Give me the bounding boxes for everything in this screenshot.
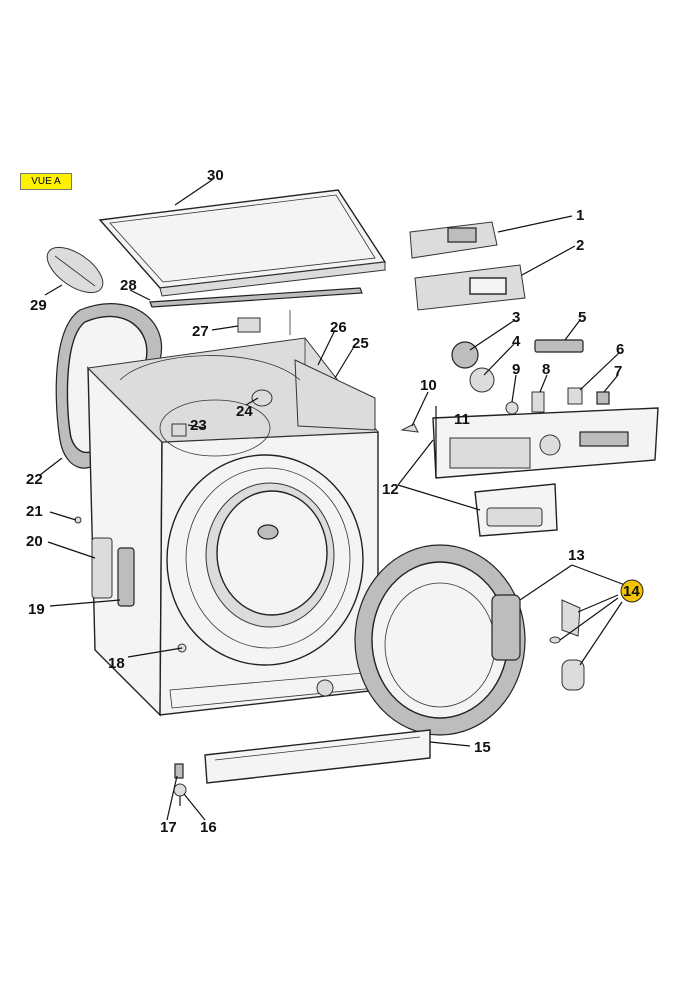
part-23 <box>171 423 187 437</box>
callout-11: 11 <box>454 411 470 428</box>
part-14b <box>549 636 561 644</box>
callout-22: 22 <box>26 471 43 488</box>
callout-19: 19 <box>28 601 45 618</box>
part-knob-3 <box>451 341 479 369</box>
callout-16: 16 <box>200 819 217 836</box>
callout-13: 13 <box>568 547 585 564</box>
part-14c <box>561 659 585 691</box>
callout-24: 24 <box>236 403 253 420</box>
part-10 <box>400 423 419 433</box>
callout-26: 26 <box>330 319 347 336</box>
part-foot-17 <box>174 763 184 779</box>
part-door <box>354 544 526 736</box>
view-tag: VUE A <box>20 173 72 190</box>
callout-25: 25 <box>352 335 369 352</box>
part-24 <box>251 389 273 407</box>
part-porthole <box>166 454 364 666</box>
callout-5: 5 <box>578 309 586 326</box>
part-knob-4 <box>469 367 495 393</box>
callout-8: 8 <box>542 361 550 378</box>
callout-12: 12 <box>382 481 399 498</box>
callout-7: 7 <box>614 363 622 380</box>
callout-23: 23 <box>190 417 207 434</box>
part-strip-5 <box>534 339 584 353</box>
callout-labels: 30 1 2 29 28 27 26 25 3 4 5 6 7 8 9 10 1… <box>26 167 644 836</box>
callout-6: 6 <box>616 341 624 358</box>
part-rail <box>149 287 363 308</box>
part-top-cover <box>98 189 387 297</box>
part-6 <box>567 387 583 405</box>
part-drum-back <box>119 355 301 381</box>
callout-4: 4 <box>512 333 521 350</box>
callout-1: 1 <box>576 207 584 224</box>
callout-20: 20 <box>26 533 43 550</box>
callout-18: 18 <box>108 655 125 672</box>
callout-27: 27 <box>192 323 209 340</box>
part-control-panel <box>432 407 659 479</box>
callout-17: 17 <box>160 819 177 836</box>
callout-15: 15 <box>474 739 491 756</box>
callout-28: 28 <box>120 277 137 294</box>
part-14a <box>561 599 581 637</box>
callout-3: 3 <box>512 309 520 326</box>
leader-lines <box>39 179 626 821</box>
part-8 <box>531 391 545 413</box>
callout-21: 21 <box>26 503 43 520</box>
callout-9: 9 <box>512 361 520 378</box>
callout-14: 14 <box>623 583 640 600</box>
callout-10: 10 <box>420 377 437 394</box>
part-hinge <box>117 547 135 607</box>
part-hinge-plate <box>91 537 113 599</box>
part-plinth <box>204 729 431 784</box>
callout-2: 2 <box>576 237 584 254</box>
part-7 <box>596 391 610 405</box>
part-9 <box>505 401 519 415</box>
part-27 <box>237 317 261 333</box>
callout-14-badge <box>620 579 644 603</box>
callout-29: 29 <box>30 297 47 314</box>
callout-30: 30 <box>207 167 224 184</box>
